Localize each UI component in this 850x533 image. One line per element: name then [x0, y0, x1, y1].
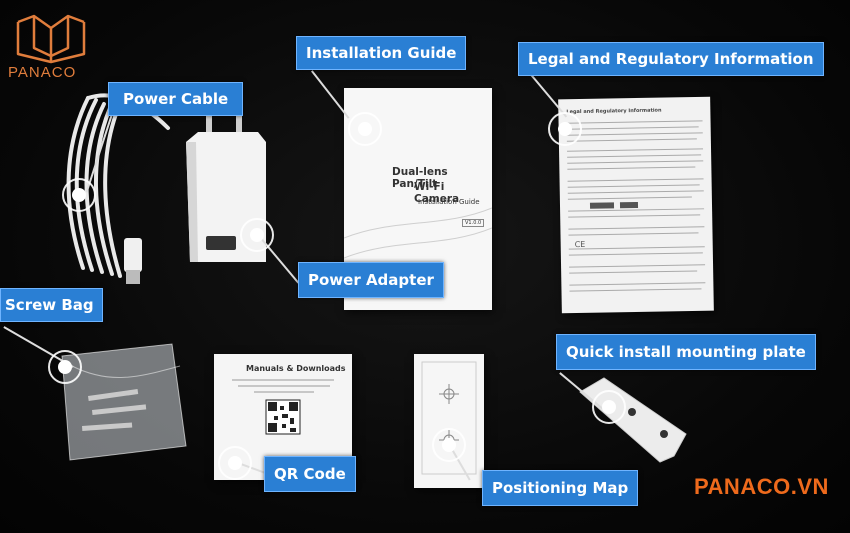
qr-card-title: Manuals & Downloads: [246, 364, 346, 373]
qr-code-icon: [265, 399, 301, 435]
callout-quick-install-plate: Quick install mounting plate: [556, 334, 816, 370]
leader-line-legal: [527, 70, 568, 118]
panaco-logo-icon: [16, 14, 86, 64]
booklet-title-line1: Dual-lens Pan/Tilt: [392, 166, 448, 190]
positioning-map: [414, 354, 484, 488]
marker-cable: [62, 178, 96, 212]
legal-regulatory-sheet: Legal and Regulatory Information CE: [558, 96, 714, 314]
callout-power-adapter: Power Adapter: [298, 262, 444, 298]
svg-text:CE: CE: [575, 240, 586, 249]
booklet-version: V1.0.0: [462, 219, 485, 227]
marker-adapter: [240, 218, 274, 252]
screw-bag: [61, 343, 187, 461]
booklet-subtitle: Installation Guide: [418, 198, 480, 206]
callout-power-cable: Power Cable: [108, 82, 244, 116]
callout-screw-bag: Screw Bag: [0, 288, 103, 322]
marker-map: [432, 428, 466, 462]
booklet-title-line2: Wi-Fi Camera: [414, 181, 460, 205]
marker-legal: [548, 112, 582, 146]
callout-positioning-map: Positioning Map: [482, 470, 639, 506]
marker-guide: [348, 112, 382, 146]
callout-qr-code: QR Code: [264, 456, 356, 492]
callout-legal-regulatory: Legal and Regulatory Information: [518, 42, 824, 76]
website-watermark: PANACO.VN: [694, 474, 829, 499]
callout-installation-guide: Installation Guide: [296, 36, 467, 70]
marker-screw: [48, 350, 82, 384]
logo-text: PANACO: [8, 64, 77, 81]
marker-qr: [218, 446, 252, 480]
marker-plate: [592, 390, 626, 424]
quick-install-mounting-plate: [579, 377, 687, 463]
